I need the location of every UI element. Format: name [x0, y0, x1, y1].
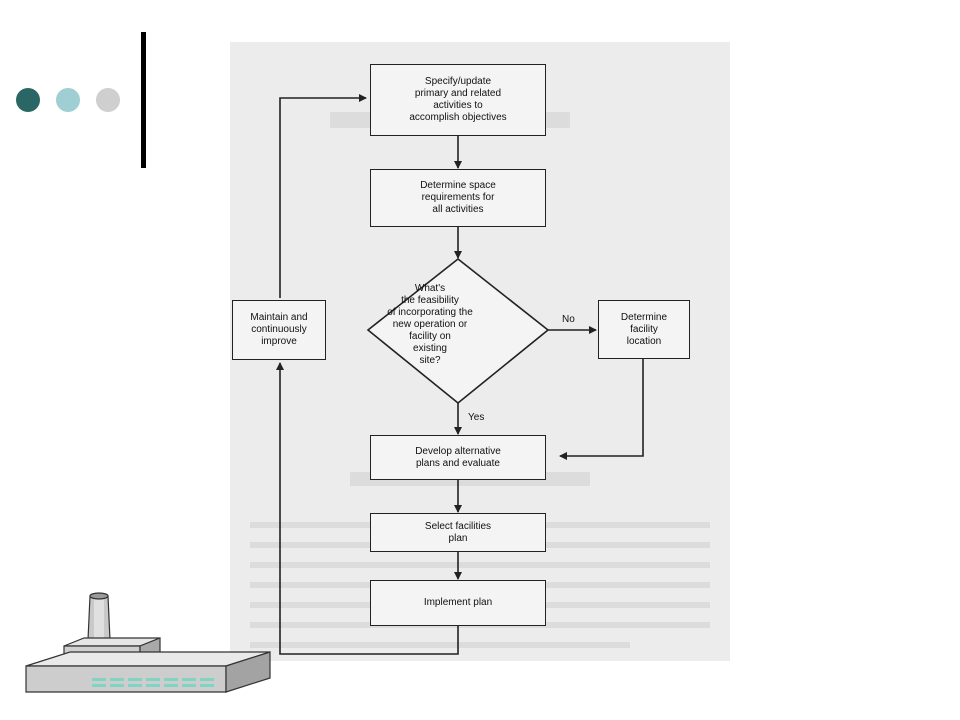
- factory-building-icon: [25, 592, 271, 693]
- step-determine-location: Determine facility location: [598, 300, 690, 359]
- flowchart-connectors: [276, 94, 644, 655]
- dot-light-teal: [56, 88, 80, 112]
- decision-diamond: [366, 257, 550, 405]
- step-develop-alternatives: Develop alternative plans and evaluate: [370, 435, 546, 480]
- scanned-page: Specify/update primary and related activ…: [230, 42, 730, 661]
- label-no: No: [562, 314, 575, 325]
- step-implement-plan: Implement plan: [370, 580, 546, 626]
- step-maintain-improve: Maintain and continuously improve: [232, 300, 326, 360]
- dot-dark-teal: [16, 88, 40, 112]
- label-yes: Yes: [468, 412, 485, 423]
- decision-feasibility-text: What's the feasibility of incorporating …: [387, 283, 473, 366]
- step-specify-activities: Specify/update primary and related activ…: [370, 64, 546, 136]
- decorative-dots: [16, 88, 126, 114]
- title-divider-bar: [141, 32, 146, 168]
- dot-gray: [96, 88, 120, 112]
- step-determine-space: Determine space requirements for all act…: [370, 169, 546, 227]
- step-select-plan: Select facilities plan: [370, 513, 546, 552]
